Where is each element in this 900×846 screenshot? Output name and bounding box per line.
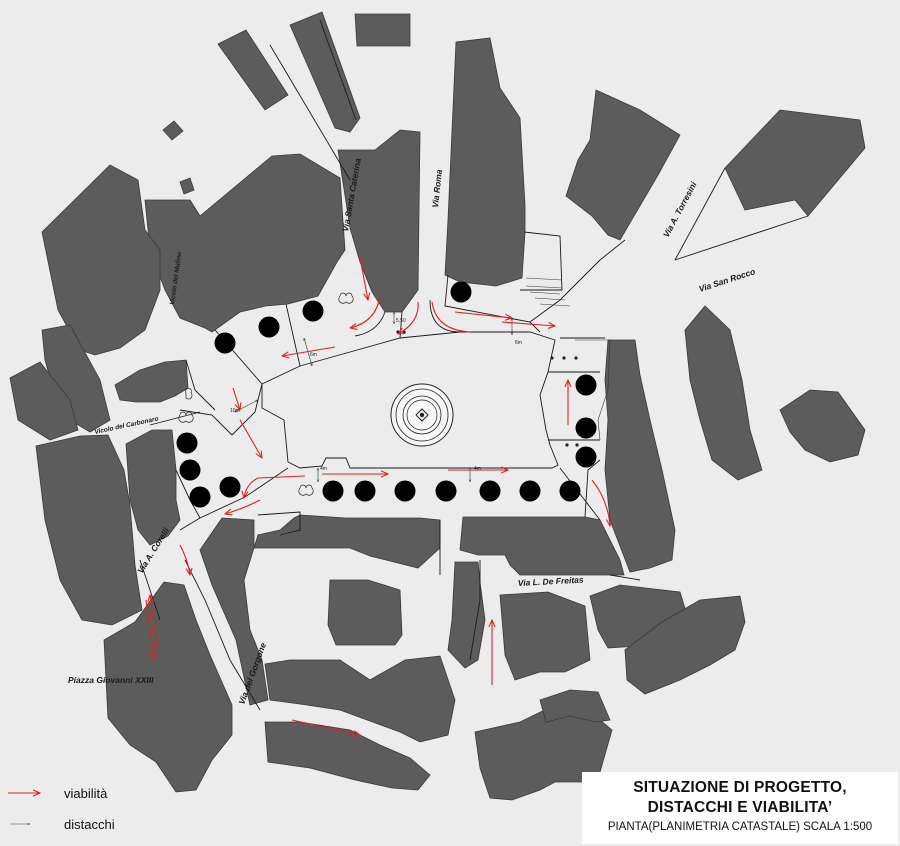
- arrow-icon: [591, 479, 610, 526]
- tree-icon: [354, 480, 376, 502]
- arrow-icon: [350, 295, 381, 328]
- title-line-1: SITUAZIONE DI PROGETTO,: [633, 779, 847, 796]
- building: [125, 429, 181, 546]
- dimension-label: 10m: [230, 408, 240, 414]
- building: [264, 655, 456, 743]
- distacchi-lines: [235, 312, 512, 482]
- street-label-roma: Via Roma: [430, 169, 444, 209]
- tree-icon: [214, 332, 236, 354]
- shrub-icon: [298, 484, 314, 496]
- legend-distacchi-label: distacchi: [64, 817, 115, 832]
- building: [114, 359, 189, 403]
- shrub-icon: [185, 388, 193, 400]
- tree-icon: [179, 459, 201, 481]
- arrow-icon: [239, 419, 262, 458]
- tree-icon: [302, 300, 324, 322]
- dimension-labels: 5,50 6m 10m 4m 4m 6m: [230, 318, 522, 472]
- street-label-piazza-giovanni: Piazza Giovanni XXIII: [68, 675, 154, 685]
- dimension-label: 6m: [310, 352, 317, 358]
- tree-icon: [322, 480, 344, 502]
- building: [354, 13, 411, 47]
- building: [179, 177, 195, 195]
- tree-icon: [450, 281, 472, 303]
- building: [9, 361, 79, 441]
- building: [199, 514, 441, 706]
- fountain-icon: [390, 383, 454, 447]
- building: [604, 339, 676, 573]
- street-label-de-freitas: Via L. De Freitas: [518, 575, 585, 588]
- building: [499, 591, 591, 681]
- arrow-icon: [501, 321, 555, 326]
- arrow-icon: [179, 544, 190, 575]
- dimension-label: 6m: [515, 340, 522, 346]
- arrow-icon: [431, 301, 471, 333]
- tree-icon: [575, 374, 597, 396]
- building: [41, 324, 111, 433]
- dimension-label: 4m: [320, 466, 327, 472]
- building: [327, 579, 403, 646]
- building: [264, 721, 431, 791]
- tree-icon: [176, 432, 198, 454]
- street-label-torresini: Via A. Torresini: [661, 179, 699, 238]
- tree-icon: [219, 476, 241, 498]
- piazza-outline: [261, 331, 559, 469]
- legend-viabilita-label: viabilità: [64, 786, 108, 801]
- building: [779, 389, 866, 463]
- tree-icon: [189, 486, 211, 508]
- shrub-icon: [178, 411, 194, 423]
- building: [447, 561, 486, 669]
- arrow-icon: [291, 719, 360, 735]
- street-label-san-rocco: Via San Rocco: [698, 266, 757, 294]
- building: [162, 120, 184, 141]
- tree-icon: [394, 480, 416, 502]
- arrow-icon: [232, 387, 240, 410]
- arrow-icon: [244, 475, 306, 498]
- arrow-icon: [150, 595, 159, 656]
- tree-icon: [258, 316, 280, 338]
- tree-icon: [575, 417, 597, 439]
- dimension-label: 4m: [474, 466, 481, 472]
- tree-icon: [479, 480, 501, 502]
- building: [565, 89, 681, 241]
- traffic-arrows: [145, 257, 610, 735]
- tree-icon: [559, 480, 581, 502]
- arrow-icon: [359, 257, 368, 300]
- title-subtitle: PIANTA(PLANIMETRIA CATASTALE) SCALA 1:50…: [607, 821, 873, 833]
- title-block: SITUAZIONE DI PROGETTO, DISTACCHI E VIAB…: [582, 772, 898, 844]
- legend: viabilità distacchi: [8, 786, 115, 832]
- arrow-icon: [282, 346, 336, 356]
- buildings: [9, 11, 866, 801]
- building: [289, 11, 361, 133]
- building: [459, 516, 625, 576]
- arrow-icon: [225, 499, 261, 514]
- building: [624, 595, 746, 695]
- building: [217, 29, 289, 111]
- tree-icon: [519, 480, 541, 502]
- arrow-icon: [145, 599, 154, 660]
- arrow-icon: [398, 301, 419, 334]
- building: [724, 109, 866, 217]
- building: [444, 37, 526, 287]
- tree-icon: [575, 446, 597, 468]
- dimension-label: 5,50: [396, 318, 406, 324]
- building: [103, 581, 233, 793]
- building: [35, 434, 143, 626]
- arrow-icon: [454, 311, 512, 318]
- shrubs: [178, 292, 354, 496]
- tree-icon: [435, 480, 457, 502]
- building: [684, 305, 763, 481]
- shrub-icon: [338, 292, 354, 304]
- title-line-2: DISTACCHI E VIABILITA’: [647, 799, 833, 816]
- building: [539, 689, 611, 723]
- building: [144, 153, 346, 333]
